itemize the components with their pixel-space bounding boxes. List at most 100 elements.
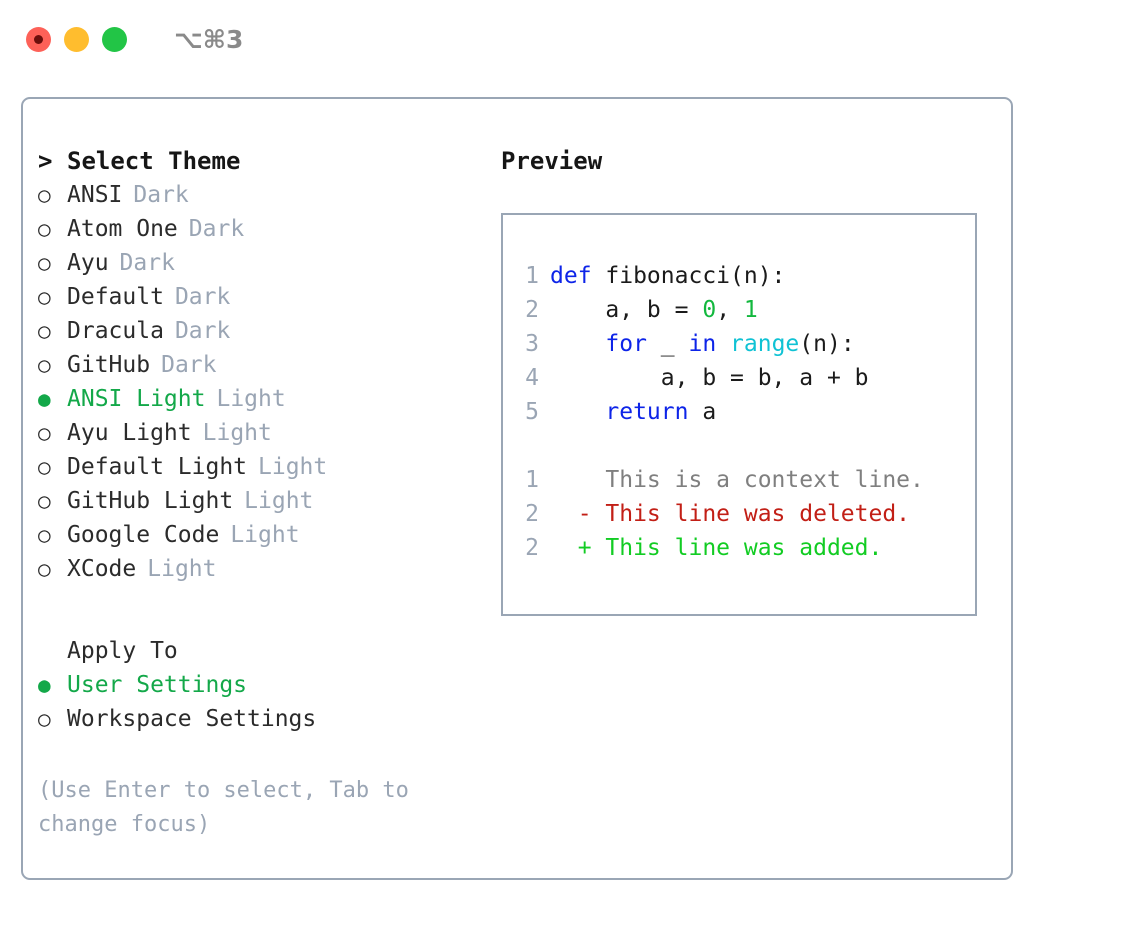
diff-line: 2 - This line was deleted. (503, 497, 975, 531)
radio-unselected-icon: ○ (38, 183, 51, 207)
code-token-kw: def (550, 263, 592, 289)
theme-option-ayu-light[interactable]: ○ Ayu Light Light (38, 416, 478, 450)
code-token-num: 1 (743, 297, 758, 323)
code-token-plain (550, 331, 605, 357)
code-line-content: for _ in range(n): (550, 327, 854, 361)
theme-option-github[interactable]: ○ GitHub Dark (38, 348, 478, 382)
code-line-number: 4 (525, 365, 539, 391)
diff-line-number: 2 (525, 501, 539, 527)
theme-option-atom-one[interactable]: ○ Atom One Dark (38, 212, 478, 246)
theme-option-default[interactable]: ○ Default Dark (38, 280, 478, 314)
apply-to-option-label: User Settings (67, 672, 248, 698)
code-line-number: 1 (525, 263, 539, 289)
theme-option-tag: Light (147, 556, 217, 582)
code-line: 5 return a (503, 395, 975, 429)
preview-heading: Preview (501, 147, 603, 175)
code-line-content: return a (550, 395, 716, 429)
theme-option-tag: Dark (161, 352, 217, 378)
diff-line: 1 This is a context line. (503, 463, 975, 497)
theme-option-label: Ayu Light (67, 420, 192, 446)
radio-unselected-icon: ○ (38, 251, 51, 275)
diff-line-content: This is a context line. (550, 467, 924, 493)
theme-option-tag: Dark (188, 216, 245, 242)
code-token-kw: return (605, 399, 689, 425)
radio-unselected-icon: ○ (38, 489, 51, 513)
theme-option-tag: Dark (174, 284, 231, 310)
theme-option-label: Google Code (67, 522, 220, 548)
theme-option-label: XCode (67, 556, 137, 582)
code-token-plain: a, b = (550, 297, 703, 323)
minimize-button[interactable] (64, 26, 89, 52)
theme-picker-heading: > Select Theme (38, 144, 478, 178)
apply-to-option-workspace-settings[interactable]: ○ Workspace Settings (38, 702, 478, 736)
radio-unselected-icon: ○ (38, 353, 51, 377)
code-line-content: def fibonacci(n): (550, 259, 785, 293)
apply-to-list: ● User Settings ○ Workspace Settings (38, 668, 478, 736)
theme-option-tag: Light (202, 420, 272, 446)
window-controls (26, 26, 127, 52)
code-line: 2 a, b = 0, 1 (503, 293, 975, 327)
window-titlebar: ⌥⌘3 (0, 0, 1140, 78)
theme-option-ansi-light[interactable]: ● ANSI Light Light (38, 382, 478, 416)
theme-option-label: Default (67, 284, 164, 310)
section-spacer (38, 586, 478, 634)
theme-picker-heading-label: Select Theme (67, 147, 241, 175)
theme-option-tag: Light (244, 488, 314, 514)
radio-unselected-icon: ○ (38, 217, 51, 241)
radio-unselected-icon: ○ (38, 557, 51, 581)
theme-option-tag: Dark (174, 318, 231, 344)
radio-unselected-icon: ○ (38, 421, 51, 445)
code-token-plain (550, 399, 605, 425)
radio-unselected-icon: ○ (38, 707, 51, 731)
theme-option-tag: Light (258, 454, 328, 480)
radio-unselected-icon: ○ (38, 285, 51, 309)
code-line: 3 for _ in range(n): (503, 327, 975, 361)
radio-unselected-icon: ○ (38, 523, 51, 547)
theme-option-xcode[interactable]: ○ XCode Light (38, 552, 478, 586)
code-line-content: a, b = 0, 1 (550, 293, 758, 327)
cursor-marker: > (38, 147, 53, 175)
code-diff-spacer (503, 429, 975, 463)
maximize-button[interactable] (102, 26, 127, 52)
keyboard-hint: (Use Enter to select, Tab to change focu… (38, 778, 423, 837)
code-token-plain: fibonacci(n): (591, 263, 786, 289)
code-token-plain: , (716, 297, 744, 323)
code-token-plain: a, b = b, a + b (550, 365, 869, 391)
apply-to-heading: Apply To (67, 638, 178, 664)
code-token-kw: for (605, 331, 647, 357)
theme-option-label: GitHub (67, 352, 151, 378)
theme-option-label: Default Light (67, 454, 248, 480)
radio-selected-icon: ● (38, 673, 51, 697)
code-line-number: 2 (525, 297, 539, 323)
close-button[interactable] (26, 26, 51, 52)
theme-option-tag: Light (230, 522, 300, 548)
code-token-kw: in (688, 331, 717, 357)
diff-line-content: - This line was deleted. (550, 501, 911, 527)
apply-to-option-user-settings[interactable]: ● User Settings (38, 668, 478, 702)
theme-option-label: Dracula (67, 318, 164, 344)
code-line-number: 3 (525, 331, 539, 357)
theme-option-label: ANSI Light (67, 386, 206, 412)
code-line-number: 5 (525, 399, 539, 425)
close-icon (34, 34, 43, 44)
apply-to-option-label: Workspace Settings (67, 706, 317, 732)
theme-option-dracula[interactable]: ○ Dracula Dark (38, 314, 478, 348)
theme-option-tag: Light (216, 386, 286, 412)
radio-selected-icon: ● (38, 387, 51, 411)
code-token-fn: range (730, 331, 800, 357)
radio-unselected-icon: ○ (38, 319, 51, 343)
theme-option-label: Atom One (67, 216, 178, 242)
diff-line-number: 1 (525, 467, 539, 493)
code-token-plain: _ (646, 331, 689, 357)
diff-line-number: 2 (525, 535, 539, 561)
theme-option-google-code[interactable]: ○ Google Code Light (38, 518, 478, 552)
diff-line-content: + This line was added. (550, 535, 883, 561)
code-line-content: a, b = b, a + b (550, 361, 869, 395)
theme-option-label: ANSI (67, 182, 123, 208)
